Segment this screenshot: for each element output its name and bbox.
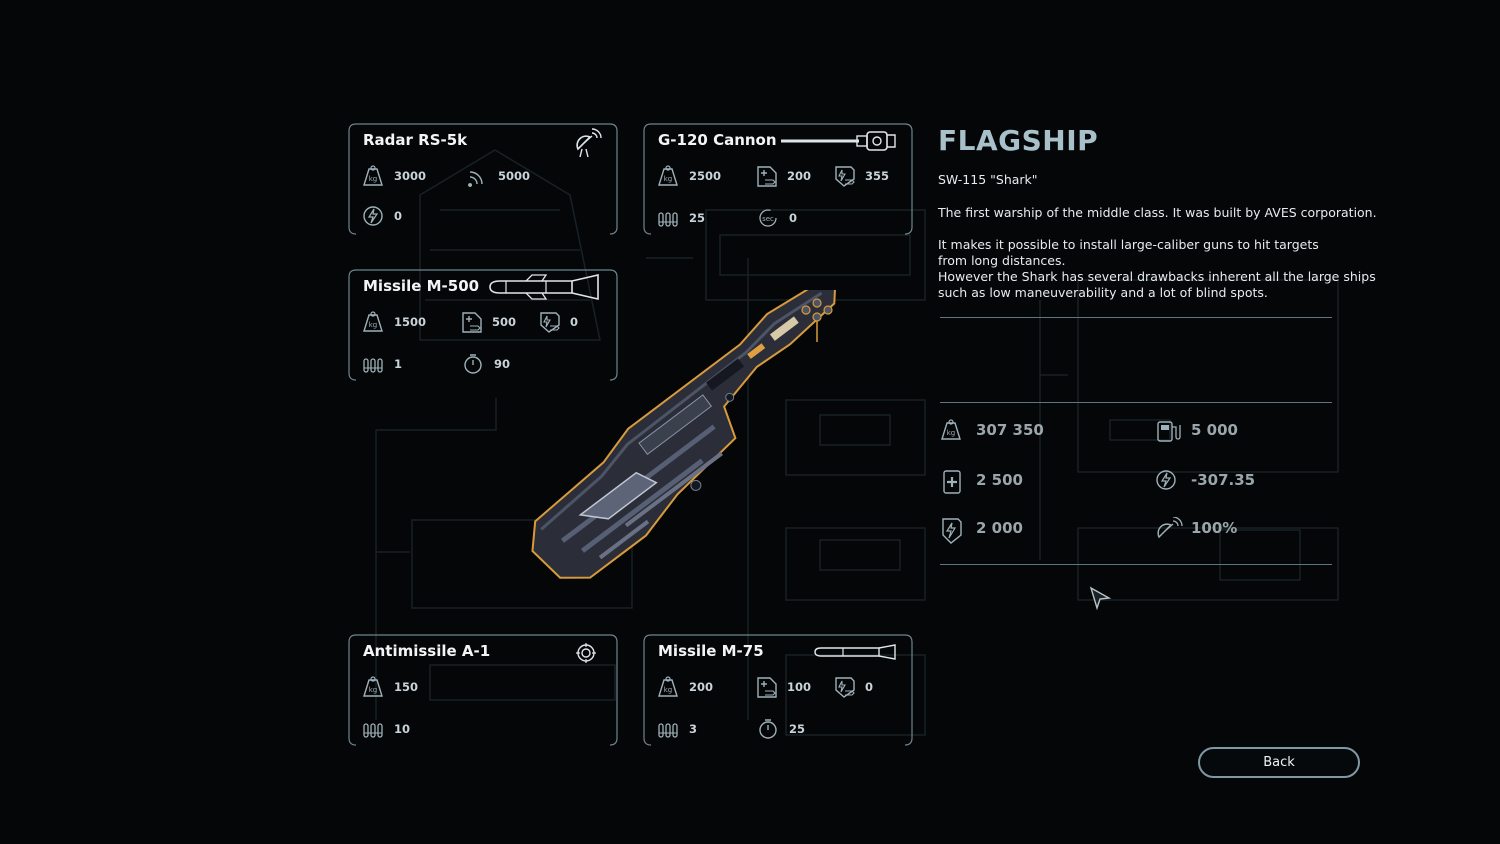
equipment-card-missile-m75[interactable]: Missile M-75 200 100 0 3 25 <box>643 634 913 746</box>
card-frame <box>348 634 618 746</box>
stat-weight: 150 <box>362 676 418 698</box>
mouse-cursor-icon <box>1089 586 1112 610</box>
card-title: Radar RS-5k <box>363 131 468 149</box>
card-title: G-120 Cannon <box>658 131 777 149</box>
ship-description-line: such as low maneuverability and a lot of… <box>938 285 1268 300</box>
weight-kg-icon <box>940 419 964 441</box>
card-frame <box>348 269 618 381</box>
equipment-card-antimissile[interactable]: Antimissile A-1 150 10 <box>348 634 618 746</box>
ammo-icon <box>362 353 386 375</box>
ship-description-line: However the Shark has several drawbacks … <box>938 269 1376 284</box>
stat-shield-damage: 355 <box>833 165 889 187</box>
ship-stat-hull: 2 500 <box>940 469 1023 494</box>
timer-icon <box>757 718 781 740</box>
stat-energy: 0 <box>362 205 402 227</box>
signal-range-icon <box>466 165 490 187</box>
small-missile-icon <box>813 644 897 664</box>
hull-damage-icon <box>755 676 779 698</box>
target-icon <box>576 643 596 667</box>
stat-weight: 3000 <box>362 165 426 187</box>
divider <box>940 402 1332 403</box>
ship-description-line: The first warship of the middle class. I… <box>938 205 1377 220</box>
shield-icon <box>940 517 964 544</box>
shield-damage-icon <box>833 165 857 187</box>
ship-description-line: from long distances. <box>938 253 1066 268</box>
weight-kg-icon <box>362 676 386 698</box>
ship-description-line: It makes it possible to install large-ca… <box>938 237 1319 252</box>
hull-damage-icon <box>460 311 484 333</box>
radar-dish-icon <box>1155 517 1183 539</box>
ship-model-name: SW-115 "Shark" <box>938 172 1038 187</box>
hull-health-icon <box>940 469 964 494</box>
antenna-icon <box>801 298 833 342</box>
card-frame <box>643 634 913 746</box>
card-title: Missile M-75 <box>658 642 764 660</box>
divider <box>940 317 1332 318</box>
card-title: Antimissile A-1 <box>363 642 491 660</box>
equipment-card-missile-m500[interactable]: Missile M-500 1500 500 0 1 90 <box>348 269 618 381</box>
weight-kg-icon <box>362 311 386 333</box>
ammo-icon <box>362 718 386 740</box>
ship-stat-fuel: 5 000 <box>1155 419 1238 442</box>
ammo-icon <box>657 718 681 740</box>
stat-shield-damage: 0 <box>833 676 873 698</box>
stat-weight: 1500 <box>362 311 426 333</box>
timer-icon <box>462 353 486 375</box>
hull-damage-icon <box>755 165 779 187</box>
weight-kg-icon <box>657 165 681 187</box>
ship-stat-shield: 2 000 <box>940 517 1023 544</box>
ammo-icon <box>657 207 681 229</box>
fuel-icon <box>1155 419 1181 442</box>
stat-reload: 0 <box>757 207 797 229</box>
reload-seconds-icon <box>757 207 781 229</box>
cannon-icon <box>779 127 899 159</box>
stat-ammo: 10 <box>362 718 410 740</box>
ship-stat-mass: 307 350 <box>940 419 1044 441</box>
energy-icon <box>362 205 386 227</box>
stat-ammo: 25 <box>657 207 705 229</box>
missile-icon <box>486 273 604 305</box>
weight-kg-icon <box>362 165 386 187</box>
stat-shield-damage: 0 <box>538 311 578 333</box>
stat-timer: 90 <box>462 353 510 375</box>
radar-dish-icon <box>572 127 604 163</box>
stat-range: 5000 <box>466 165 530 187</box>
stat-weight: 2500 <box>657 165 721 187</box>
stat-weight: 200 <box>657 676 713 698</box>
card-title: Missile M-500 <box>363 277 480 295</box>
ship-stat-radar: 100% <box>1155 517 1237 539</box>
stat-ammo: 3 <box>657 718 697 740</box>
card-frame <box>643 123 913 235</box>
stat-ammo: 1 <box>362 353 402 375</box>
energy-icon <box>1155 469 1179 491</box>
back-button[interactable]: Back <box>1198 747 1360 778</box>
stat-hull-damage: 500 <box>460 311 516 333</box>
divider <box>940 564 1332 565</box>
flagship-ship-model[interactable] <box>490 290 905 595</box>
stat-timer: 25 <box>757 718 805 740</box>
ship-stat-energy: -307.35 <box>1155 469 1255 491</box>
card-frame <box>348 123 618 235</box>
shield-damage-icon <box>833 676 857 698</box>
equipment-card-cannon[interactable]: G-120 Cannon 2500 200 355 25 0 <box>643 123 913 235</box>
equipment-card-radar[interactable]: Radar RS-5k 3000 5000 0 <box>348 123 618 235</box>
weight-kg-icon <box>657 676 681 698</box>
stat-hull-damage: 200 <box>755 165 811 187</box>
stat-hull-damage: 100 <box>755 676 811 698</box>
ship-class-title: FLAGSHIP <box>938 124 1099 157</box>
